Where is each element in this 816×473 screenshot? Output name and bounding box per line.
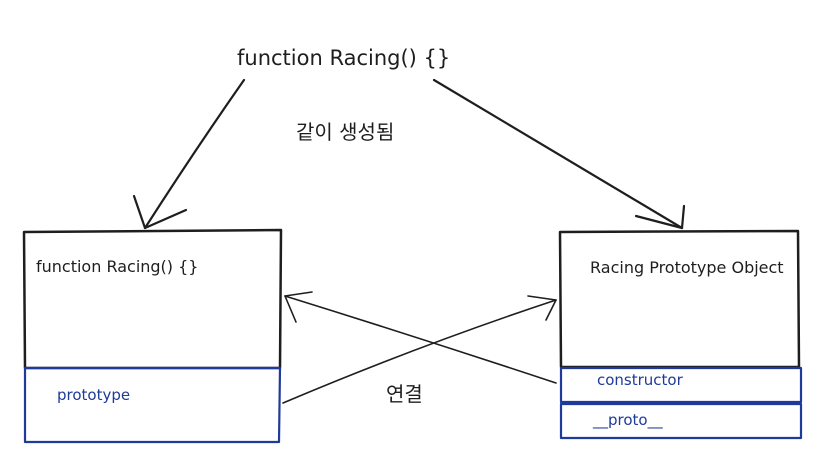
- arrow-title-to-left-box: [143, 78, 246, 230]
- left-box-border: [22, 228, 283, 370]
- left-box-label: function Racing() {}: [36, 257, 199, 276]
- diagram-title: function Racing() {}: [237, 46, 451, 70]
- right-box-border: [558, 229, 801, 369]
- right-box-label: Racing Prototype Object: [590, 258, 784, 277]
- arrow-constructor-to-function: [284, 295, 557, 384]
- right-proto-slot-label: __proto__: [593, 411, 663, 429]
- left-prototype-slot-border: [23, 366, 282, 444]
- arrowhead-object: [527, 295, 557, 321]
- right-constructor-slot-border: [559, 366, 803, 404]
- arrow-prototype-to-object: [282, 299, 557, 404]
- diagram-subtitle: 같이 생성됨: [296, 120, 395, 144]
- right-proto-slot-border: [559, 402, 803, 440]
- arrow-title-to-right-box: [432, 78, 684, 230]
- arrowhead-left-box: [132, 194, 188, 230]
- arrowhead-right-box: [634, 204, 686, 230]
- link-label: 연결: [386, 382, 423, 406]
- right-constructor-slot-label: constructor: [597, 371, 683, 389]
- arrowhead-function: [284, 291, 313, 323]
- left-prototype-slot-label: prototype: [57, 386, 131, 404]
